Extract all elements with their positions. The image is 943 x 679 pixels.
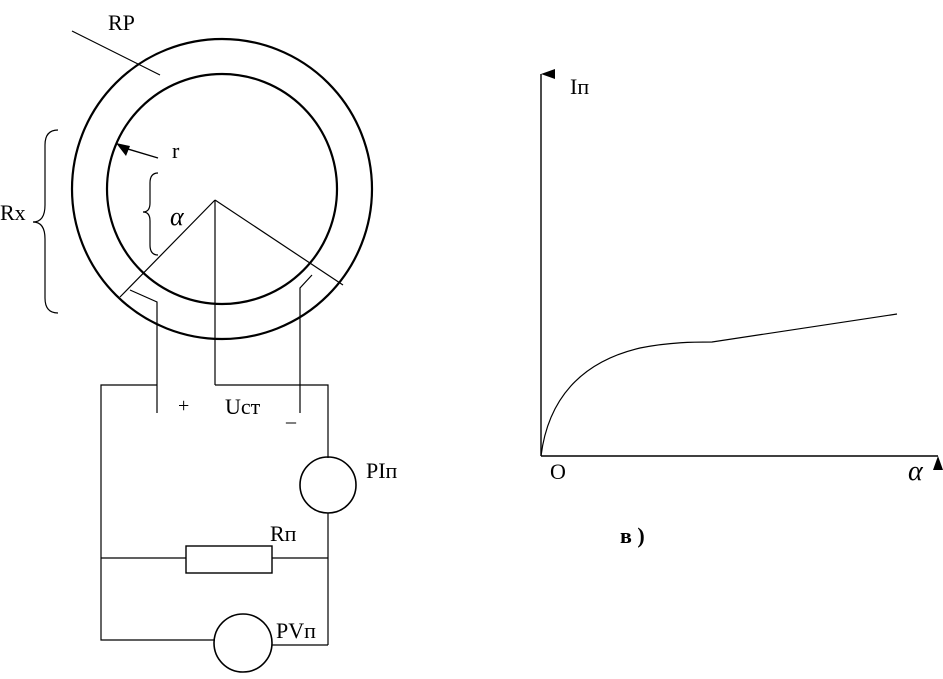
- label-minus: _: [285, 404, 297, 426]
- right-contact: [299, 274, 313, 413]
- label-alpha: α: [170, 202, 185, 231]
- circuit-diagram: RP r α Rx + Uст _ PIп Rп PVп: [0, 10, 398, 673]
- label-ust: Uст: [225, 394, 261, 419]
- voltmeter-pvn: [213, 613, 273, 673]
- label-pin: PIп: [366, 458, 398, 483]
- angle-line-left: [119, 199, 216, 298]
- label-plus: +: [178, 395, 189, 417]
- graph-curve: [540, 313, 898, 457]
- outer-ring: [70, 37, 374, 341]
- resistor-rn: [185, 545, 273, 574]
- x-axis-label: α: [908, 456, 924, 487]
- radius-arrowhead: [116, 143, 130, 156]
- label-r: r: [172, 138, 180, 163]
- inner-ring: [105, 72, 339, 306]
- label-rn: Rп: [270, 521, 297, 546]
- left-circuit-wire: [100, 384, 215, 641]
- y-axis-label: Iп: [570, 74, 589, 99]
- label-pvn: PVп: [276, 618, 316, 643]
- alpha-brace: [142, 172, 159, 256]
- rp-leader-line: [71, 30, 161, 76]
- left-contact: [129, 289, 158, 413]
- characteristic-graph: Iп O α в ): [540, 69, 943, 548]
- label-rx: Rx: [0, 200, 26, 225]
- angle-line-right: [214, 199, 344, 286]
- rx-brace: [32, 129, 59, 314]
- label-rp: RP: [108, 10, 135, 35]
- right-circuit-wire: [215, 384, 329, 458]
- graph-caption: в ): [620, 523, 645, 548]
- origin-label: O: [550, 459, 566, 484]
- ammeter-pin: [299, 456, 357, 514]
